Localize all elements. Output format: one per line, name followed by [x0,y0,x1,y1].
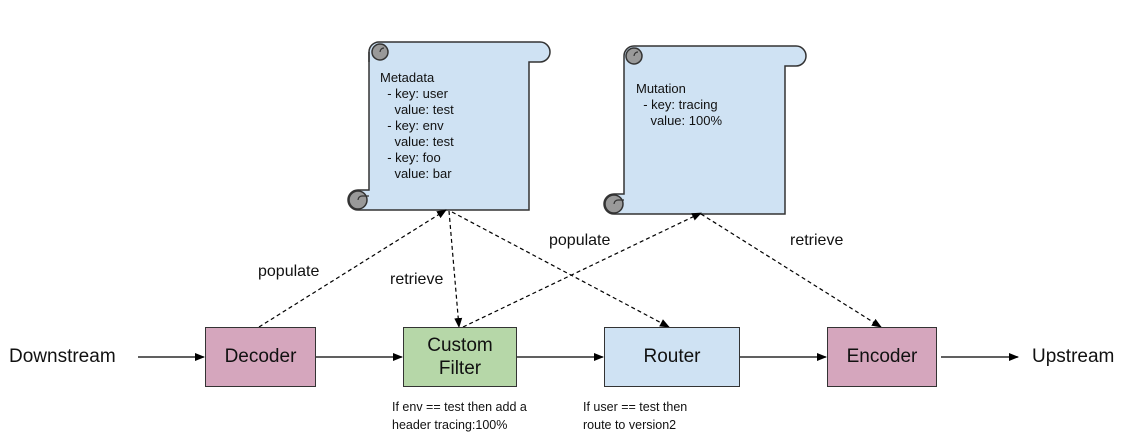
router-node: Router [604,327,740,387]
decoder-node: Decoder [205,327,316,387]
dashed-arrows [258,209,882,328]
metadata-line: value: test [380,102,454,117]
mutation-scroll-text: Mutation - key: tracing value: 100% [636,81,722,129]
encoder-node: Encoder [827,327,937,387]
arrow-filter-populate-mutation [462,212,702,328]
metadata-scroll-text: Metadata - key: user value: test - key: … [380,70,454,182]
metadata-title: Metadata [380,70,435,85]
arrow-metadata-to-router [451,211,670,328]
arrow-metadata-retrieve-filter [448,210,463,328]
metadata-line: - key: foo [380,150,441,165]
mutation-line: value: 100% [636,113,722,128]
metadata-line: - key: env [380,118,444,133]
custom-filter-label-line2: Filter [438,358,482,379]
mutation-scroll [603,45,807,215]
metadata-line: value: test [380,134,454,149]
custom-filter-note-line2: header tracing:100% [392,418,508,432]
custom-filter-note: If env == test then add a header tracing… [392,398,527,434]
arrow-decoder-populate-metadata [258,209,447,328]
metadata-line: value: bar [380,166,452,181]
custom-filter-label-line1: Custom [427,335,493,356]
metadata-scroll [347,41,551,211]
metadata-line: - key: user [380,86,448,101]
retrieve-label-left: retrieve [390,271,444,288]
retrieve-label-right: retrieve [790,232,844,249]
populate-label-right: populate [549,232,611,249]
custom-filter-node: Custom Filter [403,327,517,387]
mutation-line: - key: tracing [636,97,718,112]
decoder-label: Decoder [224,346,297,367]
router-note-line1: If user == test then [583,400,688,414]
upstream-label: Upstream [1032,346,1115,367]
router-note-line2: route to version2 [583,418,677,432]
downstream-label: Downstream [9,346,116,367]
encoder-label: Encoder [846,346,918,367]
router-label: Router [643,346,701,367]
populate-label-left: populate [258,263,320,280]
arrow-mutation-retrieve-encoder [700,213,882,328]
router-note: If user == test then route to version2 [583,398,687,434]
mutation-title: Mutation [636,81,686,96]
custom-filter-note-line1: If env == test then add a [392,400,527,414]
